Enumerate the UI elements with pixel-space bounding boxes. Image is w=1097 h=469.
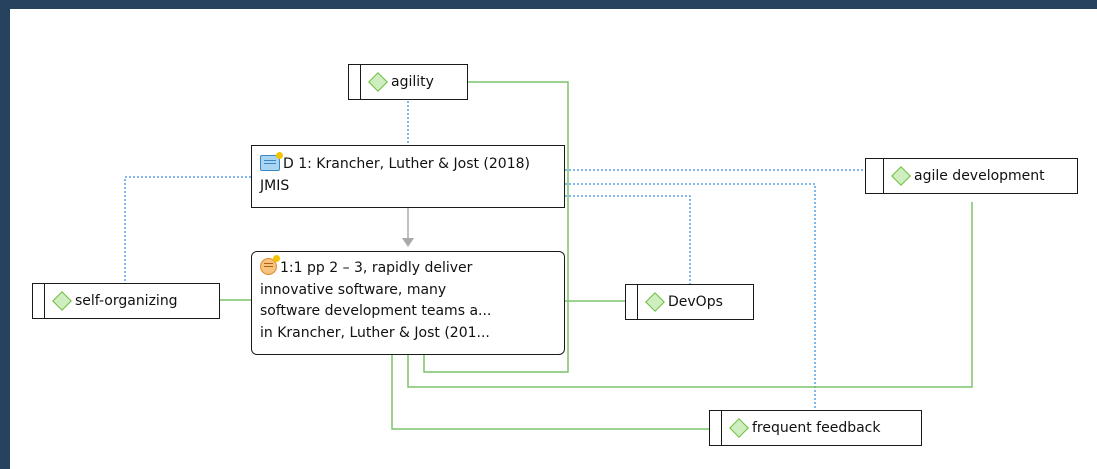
code-diamond-icon — [52, 291, 72, 311]
code-label: DevOps — [668, 294, 723, 310]
link-document-devops — [565, 195, 691, 284]
code-node-frequent-feedback[interactable]: frequent feedback — [709, 410, 922, 446]
code-diamond-icon — [645, 292, 665, 312]
quotation-line: in Krancher, Luther & Jost (201... — [260, 324, 490, 341]
code-node-devops[interactable]: DevOps — [625, 284, 754, 320]
code-label: agility — [391, 74, 434, 90]
quotation-icon — [260, 255, 280, 275]
code-label: self-organizing — [75, 293, 178, 309]
code-node-agile-development[interactable]: agile development — [865, 158, 1078, 194]
code-diamond-icon — [891, 166, 911, 186]
code-diamond-icon — [729, 418, 749, 438]
code-label: frequent feedback — [752, 420, 881, 436]
quotation-line: innovative software, many — [260, 281, 447, 298]
document-label: D 1: Krancher, Luther & Jost (2018) — [283, 156, 530, 172]
link-agility-quotation — [423, 81, 569, 373]
code-node-agility[interactable]: agility — [348, 64, 468, 100]
quotation-node[interactable]: 1:1 pp 2 – 3, rapidly deliver innovative… — [251, 251, 565, 355]
document-icon — [260, 152, 283, 171]
code-diamond-icon — [368, 72, 388, 92]
link-agile-development-quotation — [407, 202, 973, 388]
link-document-self-organizing — [124, 176, 251, 281]
code-label: agile development — [914, 168, 1045, 184]
document-label-line2: JMIS — [260, 178, 290, 194]
quotation-line: 1:1 pp 2 – 3, rapidly deliver — [280, 260, 473, 276]
arrow-document-to-quotation — [402, 208, 414, 247]
document-node[interactable]: D 1: Krancher, Luther & Jost (2018) JMIS — [251, 145, 565, 208]
quotation-line: software development teams a... — [260, 303, 492, 319]
link-frequent-feedback-quotation — [391, 355, 709, 430]
link-document-frequent-feedback — [565, 183, 816, 409]
code-node-self-organizing[interactable]: self-organizing — [32, 283, 220, 319]
